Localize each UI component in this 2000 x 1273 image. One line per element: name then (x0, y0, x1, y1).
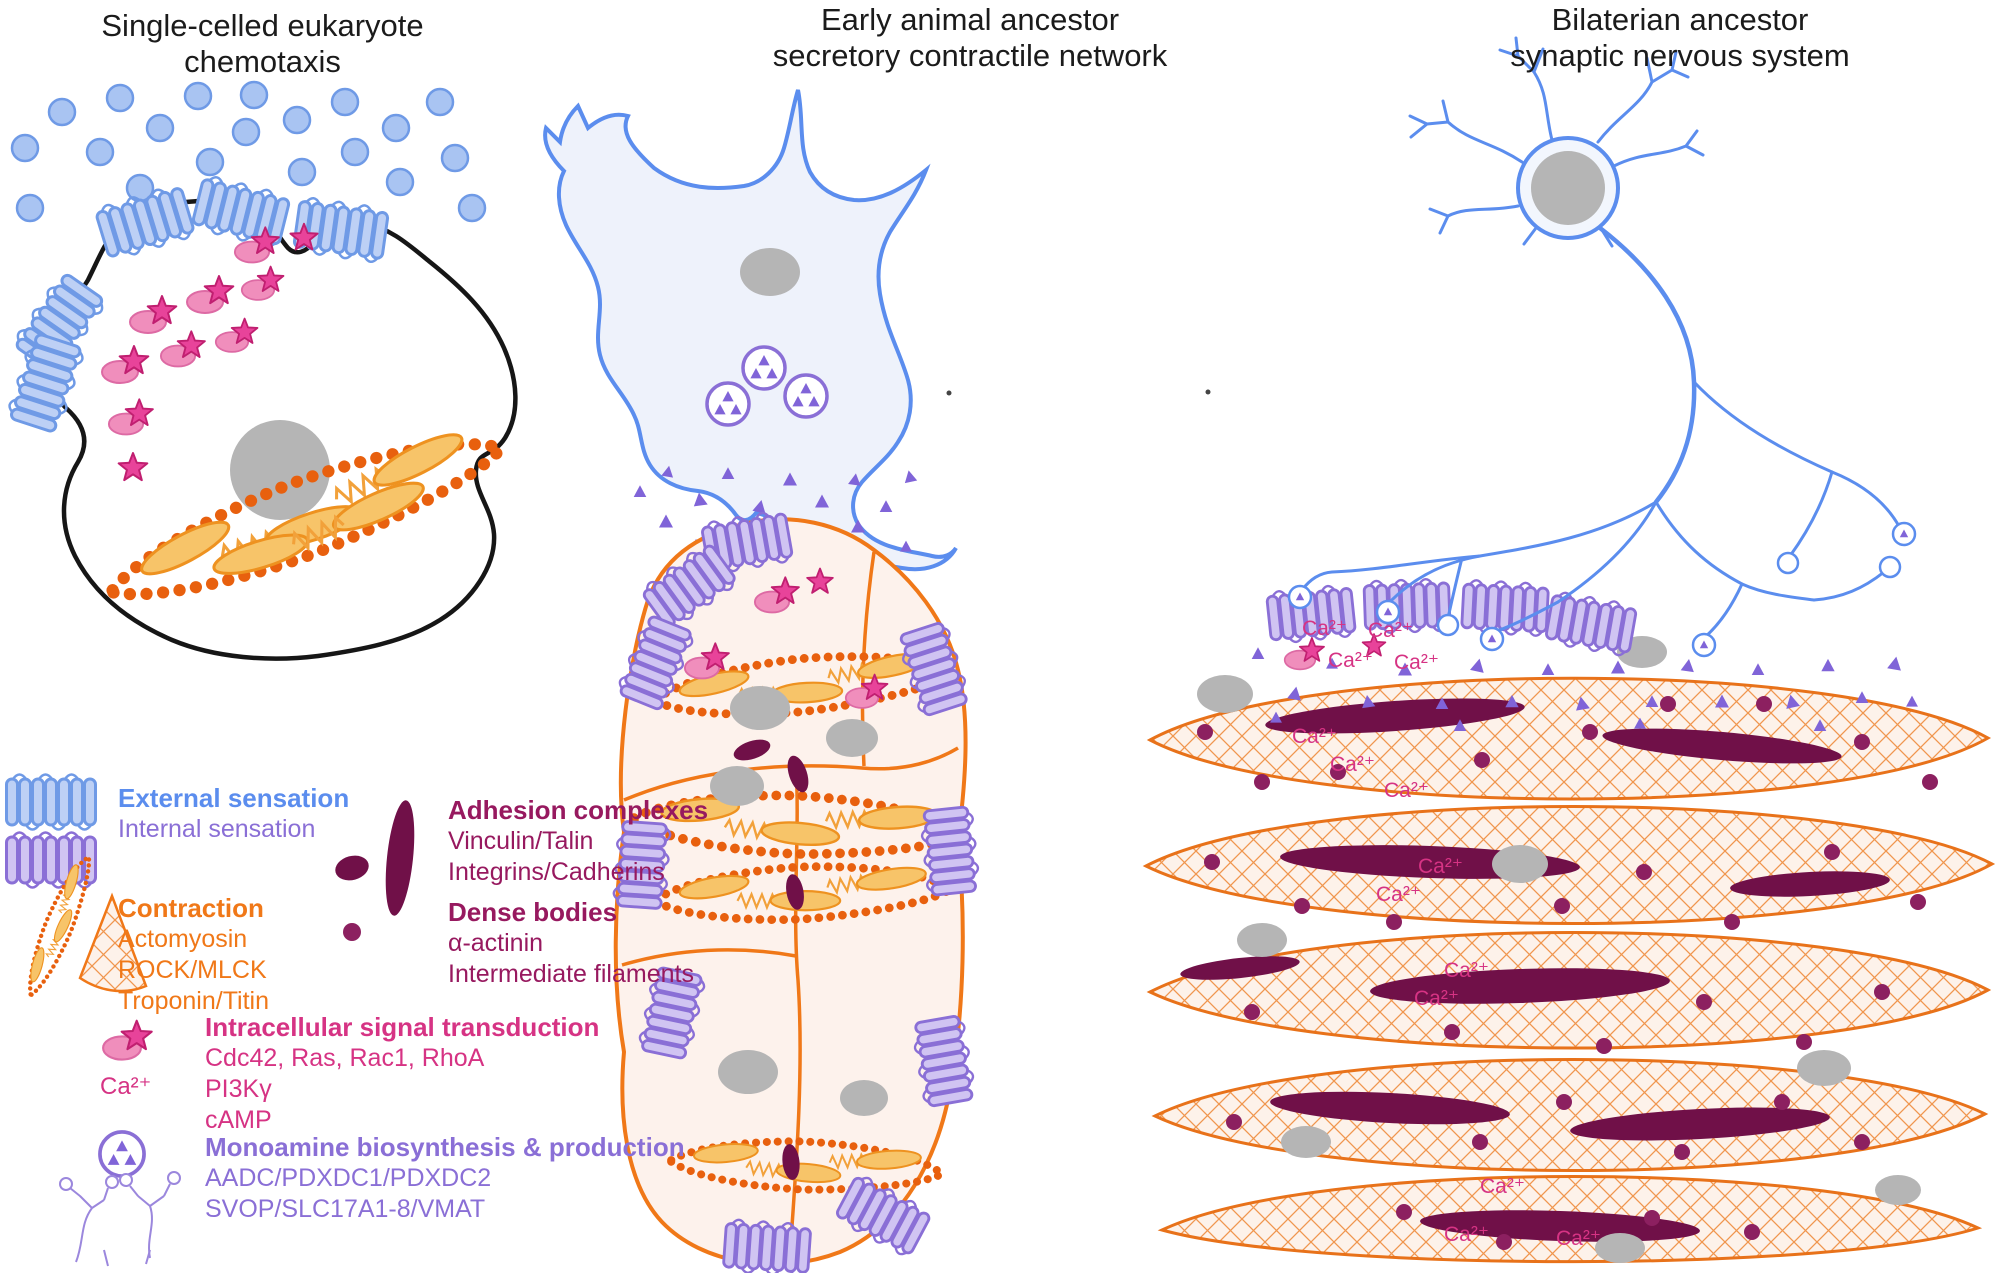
dense-body-dot-icon (343, 923, 361, 941)
dense-bodies-mid (733, 739, 809, 1180)
panel-title-left: Single-celled eukaryote chemotaxis (101, 8, 424, 79)
adhesion-complex-icon (335, 800, 415, 941)
panel-middle-art (543, 89, 982, 1273)
ca-label: Ca²⁺ (1330, 753, 1375, 776)
synaptic-boutons (1289, 523, 1915, 656)
speck (946, 390, 952, 396)
secretory-cell-membrane (543, 89, 958, 572)
neuron (1289, 36, 1915, 656)
legend-monoamine-labels: Monoamine biosynthesis & production AADC… (205, 1132, 685, 1225)
panel-title-middle: Early animal ancestor secretory contract… (772, 2, 1168, 73)
legend-signal-labels: Intracellular signal transduction Cdc42,… (205, 1012, 599, 1136)
legend-signal-item: cAMP (205, 1106, 272, 1134)
secretory-cell-nucleus (740, 248, 800, 296)
neuron-nucleus (1531, 151, 1605, 225)
external-sensation-channel-icon (5, 773, 97, 831)
legend-monoamine-item: SVOP/SLC17A1-8/VMAT (205, 1195, 486, 1223)
panel-left-art (4, 80, 518, 661)
legend-contraction-title: Contraction (118, 893, 264, 923)
legend-contraction-item: Actomyosin (118, 925, 248, 953)
dense-body-dots (1197, 696, 1938, 1250)
monoamine-terminal-sketch-icon (59, 1171, 181, 1267)
legend-ca-label: Ca²⁺ (100, 1073, 152, 1100)
legend-signal-item: PI3Kγ (205, 1075, 272, 1103)
contraction-icon (19, 853, 148, 999)
ca-label: Ca²⁺ (1414, 987, 1459, 1010)
ca-label: Ca²⁺ (1302, 617, 1347, 640)
legend-sensation-labels: External sensation Internal sensation (118, 783, 349, 845)
legend-adhesion-item: Vinculin/Talin (448, 827, 594, 855)
ca-label: Ca²⁺ (1328, 649, 1373, 672)
legend-monoamine-item: AADC/PDXDC1/PDXDC2 (205, 1164, 492, 1192)
ca-label: Ca²⁺ (1418, 855, 1463, 878)
legend-contraction-labels: Contraction Actomyosin ROCK/MLCK Troponi… (118, 893, 269, 1017)
monoamine-vesicle-icon (100, 1132, 144, 1176)
legend-dense-bodies-item: α-actinin (448, 929, 544, 957)
nucleus (230, 420, 330, 520)
ca-label: Ca²⁺ (1368, 619, 1413, 642)
ca-label: Ca²⁺ (1480, 1175, 1525, 1198)
nuclei-mid (710, 686, 888, 1116)
ca-label: Ca²⁺ (1394, 651, 1439, 674)
axon (1597, 225, 1697, 505)
panel-right-art (1142, 36, 1996, 1264)
legend-external-sensation-label: External sensation (118, 783, 350, 813)
legend-adhesion-item: Integrins/Cadherins (448, 858, 665, 886)
legend-contraction-item: ROCK/MLCK (118, 956, 267, 984)
legend-icons (5, 773, 415, 1267)
internal-sensation-channel-icon (5, 831, 97, 889)
legend-dense-bodies-item: Intermediate filaments (448, 960, 694, 988)
legend-adhesion-title: Adhesion complexes (448, 795, 709, 825)
signal-transduction-icon (103, 1021, 152, 1060)
ca-label: Ca²⁺ (1556, 1227, 1601, 1250)
legend-internal-sensation-label: Internal sensation (118, 815, 316, 843)
legend-dense-bodies-labels: Dense bodies α-actinin Intermediate fila… (448, 897, 694, 990)
legend-adhesion-labels: Adhesion complexes Vinculin/Talin Integr… (448, 795, 708, 888)
ca-label: Ca²⁺ (1376, 883, 1421, 906)
ca-label: Ca²⁺ (1384, 779, 1429, 802)
ca-label: Ca²⁺ (1444, 1223, 1489, 1246)
speck (1205, 389, 1211, 395)
panel-title-right: Bilaterian ancestor synaptic nervous sys… (1510, 2, 1850, 73)
legend-signal-item: Cdc42, Ras, Rac1, RhoA (205, 1044, 485, 1072)
legend-signal-title: Intracellular signal transduction (205, 1012, 600, 1042)
legend-monoamine-title: Monoamine biosynthesis & production (205, 1132, 685, 1162)
ca-label: Ca²⁺ (1444, 959, 1489, 982)
dendrites (1408, 36, 1705, 248)
ca-label: Ca²⁺ (1292, 725, 1337, 748)
ligand-molecules (10, 80, 487, 223)
legend-contraction-item: Troponin/Titin (118, 987, 269, 1015)
legend-dense-bodies-title: Dense bodies (448, 897, 618, 927)
axon-terminal-arbor (1300, 380, 1902, 640)
